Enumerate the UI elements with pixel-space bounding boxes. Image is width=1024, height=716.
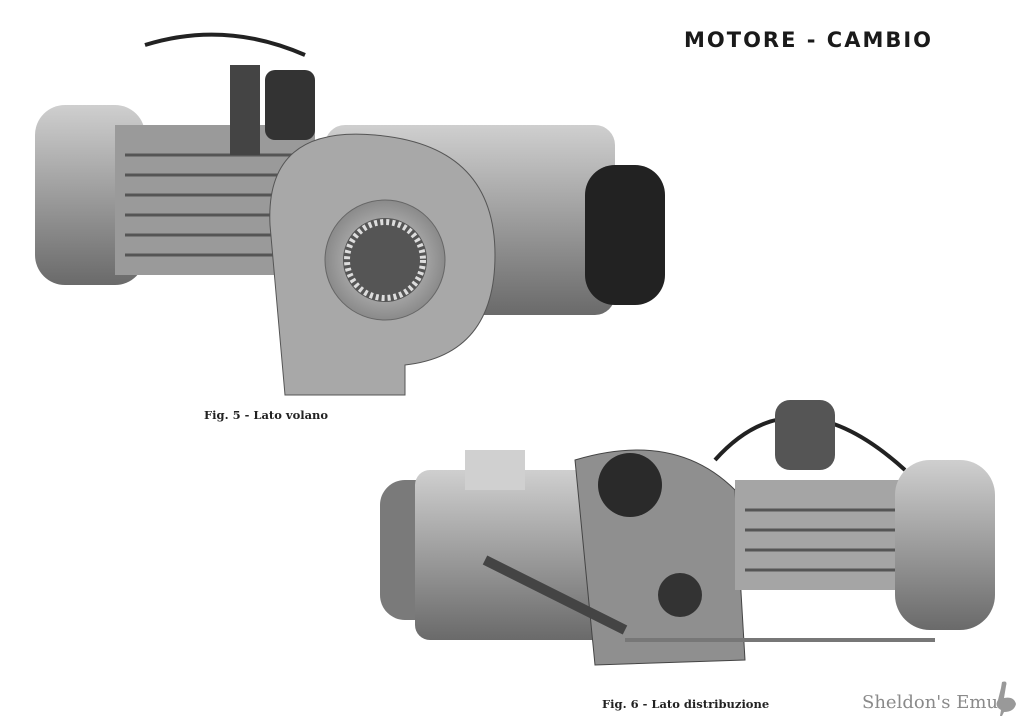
engine-photo-timing-side <box>380 400 995 666</box>
figure-5-caption: Fig. 5 - Lato volano <box>204 408 329 422</box>
emu-logo-icon <box>996 681 1016 716</box>
figure-6-caption: Fig. 6 - Lato distribuzione <box>602 697 770 711</box>
engine-photo-flywheel-side <box>35 32 665 396</box>
watermark: Sheldon's Emu <box>862 692 998 713</box>
page-title: MOTORE - CAMBIO <box>684 28 934 52</box>
